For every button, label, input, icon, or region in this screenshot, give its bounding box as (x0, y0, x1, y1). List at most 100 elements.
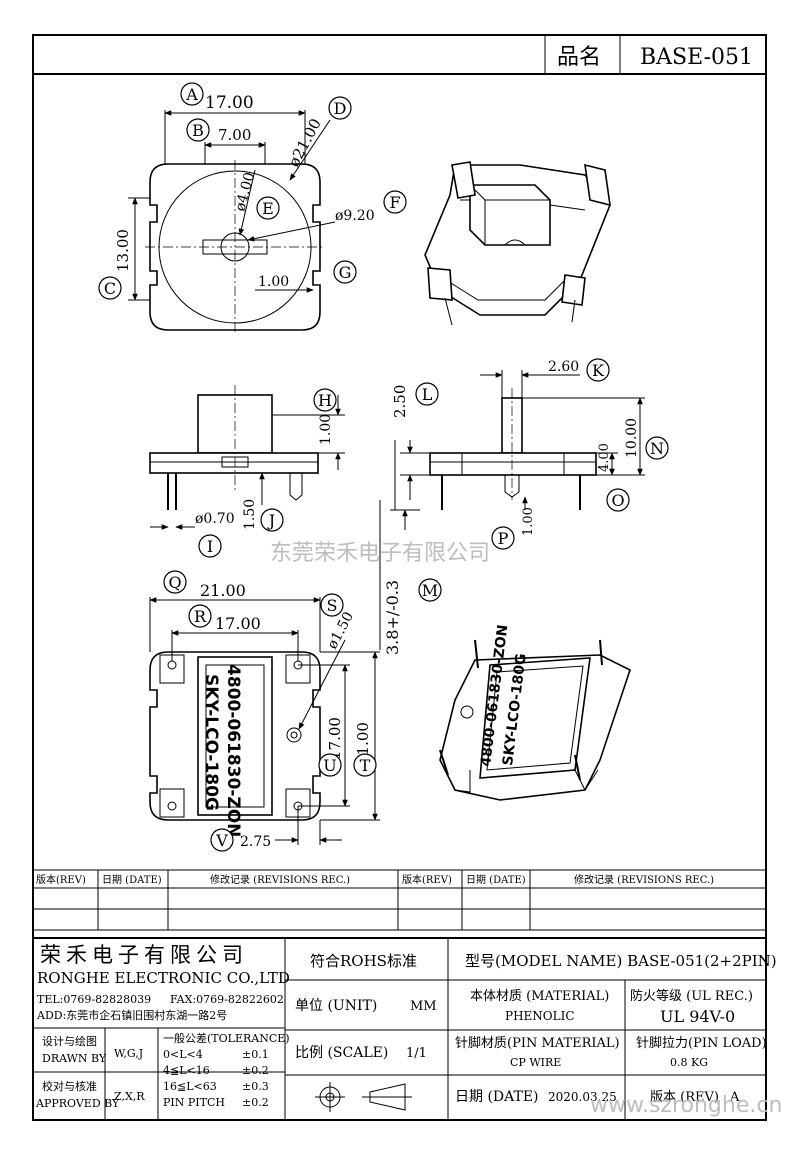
tolerance-range: 4≦L<16 (163, 1064, 210, 1077)
marking-line1: 4800-061830-ZON (223, 664, 243, 837)
unit-label: 单位 (UNIT) (295, 998, 377, 1014)
dim-l-text: 2.50 (391, 385, 409, 418)
check-label: 校对与核准 (42, 1079, 97, 1093)
sheet-border (32, 34, 767, 1121)
ul-value: UL 94V-0 (660, 1007, 735, 1026)
label-d: D (328, 96, 352, 120)
svg-text:K: K (592, 361, 605, 380)
rev-header-3: 修改记录 (REVISIONS REC.) (210, 873, 350, 886)
label-h: H (313, 388, 337, 412)
tolerance-value: ±0.3 (242, 1080, 269, 1093)
approved-by-label: APPROVED BY (35, 1097, 120, 1110)
rev-value: A (729, 1090, 740, 1105)
label-o: O (606, 488, 630, 512)
pin-load-label: 针脚拉力(PIN LOAD) (636, 1035, 767, 1051)
drawn-by-label: DRAWN BY (42, 1052, 107, 1065)
svg-text:M: M (422, 581, 438, 600)
svg-text:Q: Q (168, 573, 181, 592)
label-a: A (180, 82, 204, 106)
dim-j-text: 1.50 (242, 499, 258, 530)
company-name-en: RONGHE ELECTRONIC CO.,LTD (37, 969, 290, 987)
tolerance-value: ±0.2 (242, 1096, 269, 1109)
label-l: L (415, 382, 439, 406)
dim-f-text: ø9.20 (335, 208, 375, 224)
label-e: E (256, 196, 280, 220)
label-b: B (186, 118, 210, 142)
label-t: T (353, 753, 377, 777)
svg-text:D: D (334, 99, 347, 118)
dim-g-text: 1.00 (258, 274, 289, 290)
svg-text:U: U (323, 756, 336, 775)
dim-c-text: 13.00 (114, 229, 132, 272)
dim-o-text: 4.00 (597, 443, 612, 472)
tolerance-value: ±0.1 (242, 1048, 269, 1061)
drawn-by-value: W,G,J (114, 1047, 143, 1060)
date-value: 2020.03.25 (548, 1090, 617, 1104)
svg-text:N: N (650, 439, 664, 458)
projection-symbol (315, 1082, 412, 1112)
tolerance-value: ±0.2 (242, 1064, 269, 1077)
label-i: I (198, 534, 222, 558)
tolerance-range: PIN PITCH (163, 1096, 225, 1109)
side-view: 2.60 2.50 10.00 4.00 1.00 3.8+/-0.3 (379, 359, 645, 655)
scale-label: 比例 (SCALE) (295, 1045, 388, 1061)
dim-d-text: ø21.00 (285, 116, 325, 170)
company-fax: FAX:0769-82822602 (170, 993, 284, 1006)
design-label: 设计与绘图 (42, 1034, 97, 1048)
label-v: V (210, 828, 234, 852)
model-name: 型号(MODEL NAME) BASE-051(2+2PIN) (465, 952, 777, 970)
part-name-label: 品名 (557, 45, 601, 70)
part-number: BASE-051 (640, 45, 753, 70)
pin-material-label: 针脚材质(PIN MATERIAL) (455, 1035, 620, 1051)
svg-text:E: E (262, 199, 274, 218)
company-name-cn: 荣禾电子有限公司 (40, 943, 248, 967)
rev-header-4: 版本(REV) (402, 873, 452, 886)
dim-v-text: 2.75 (240, 834, 271, 850)
dim-h-text: 1.00 (318, 414, 334, 445)
label-m: M (418, 578, 442, 602)
dim-i-text: ø0.70 (195, 511, 235, 527)
label-n: N (645, 436, 669, 460)
tolerance-range: 16≦L<63 (163, 1080, 217, 1093)
dim-r-text: 17.00 (215, 614, 261, 633)
top-view: 17.00 7.00 ø21.00 ø4.00 ø9.20 13.00 1.00 (114, 93, 375, 335)
svg-text:P: P (498, 529, 509, 548)
label-circles: AB C D E F G H I J K L M N O P QR S TU V (98, 82, 669, 852)
label-q: Q (163, 570, 187, 594)
svg-text:L: L (422, 385, 433, 404)
svg-text:I: I (207, 537, 213, 556)
dim-b-text: 7.00 (218, 126, 251, 144)
label-s: S (320, 593, 344, 617)
rev-label: 版本 (REV) (650, 1090, 719, 1105)
tolerance-title: 一般公差(TOLERANCE) (163, 1031, 290, 1045)
label-f: F (383, 190, 407, 214)
rev-header-6: 修改记录 (REVISIONS REC.) (574, 873, 714, 886)
rev-header-2: 日期 (DATE) (102, 874, 162, 886)
material-value: PHENOLIC (505, 1009, 575, 1023)
marking-line2: SKY-LCO-180G (201, 674, 221, 811)
svg-text:V: V (215, 831, 228, 850)
scale-value: 1/1 (406, 1046, 427, 1061)
dim-q-text: 21.00 (200, 581, 246, 600)
dim-p-text: 1.00 (521, 507, 536, 536)
date-label: 日期 (DATE) (455, 1089, 539, 1105)
title-block: 荣禾电子有限公司 RONGHE ELECTRONIC CO.,LTD TEL:0… (33, 937, 777, 1120)
svg-text:C: C (104, 279, 116, 298)
company-tel: TEL:0769-82828039 (37, 993, 151, 1006)
rohs-text: 符合ROHS标准 (310, 952, 417, 970)
label-k: K (586, 358, 610, 382)
company-addr: ADD:东莞市企石镇旧围村东湖一路2号 (36, 1008, 227, 1022)
approved-by-value: Z,X,R (114, 1090, 145, 1103)
svg-text:H: H (318, 391, 332, 410)
label-r: R (188, 604, 212, 628)
material-label: 本体材质 (MATERIAL) (470, 989, 609, 1004)
revision-table: 版本(REV) 日期 (DATE) 修改记录 (REVISIONS REC.) … (32, 869, 767, 931)
watermark-url: www.szronghe.cn (590, 1093, 782, 1118)
svg-text:J: J (267, 511, 275, 530)
bottom-view: 4800-061830-ZON SKY-LCO-180G 21.00 17.00… (149, 581, 380, 850)
label-g: G (333, 260, 357, 284)
label-u: U (318, 753, 342, 777)
dim-a-text: 17.00 (205, 93, 254, 113)
unit-value: MM (410, 999, 437, 1014)
